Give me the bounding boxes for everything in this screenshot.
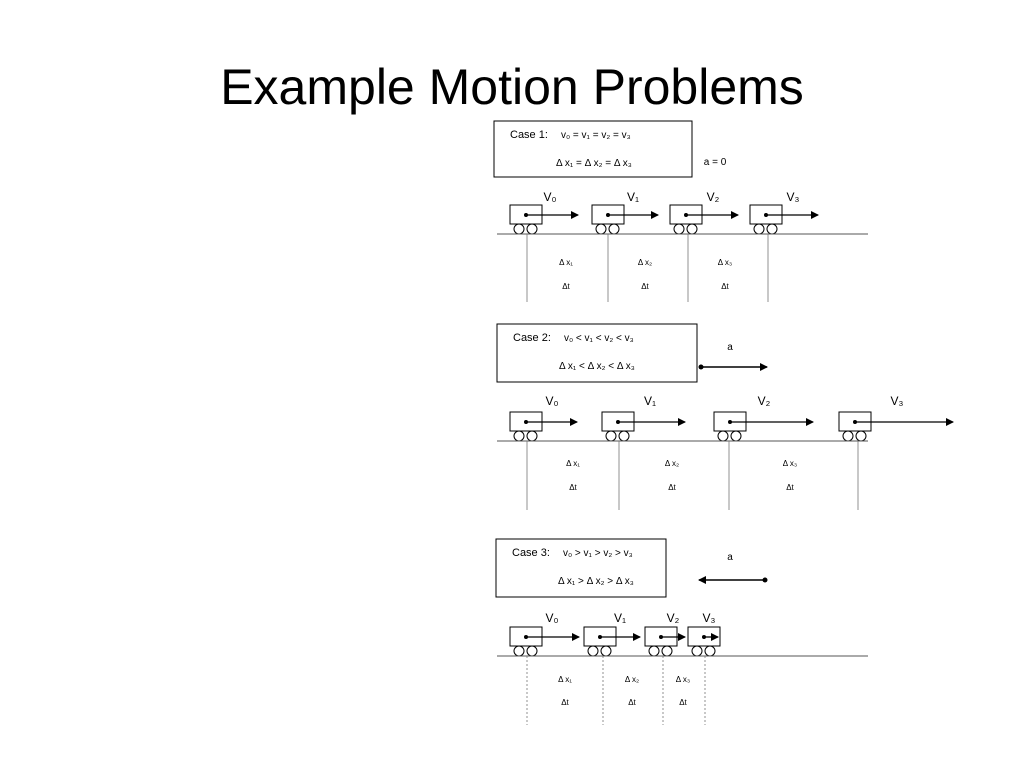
displacement-label: Δ x₁ (558, 675, 572, 684)
displacement-label: Δ x₂ (665, 459, 679, 468)
velocity-label: V₂ (667, 611, 680, 625)
slide-title: Example Motion Problems (220, 59, 804, 115)
cart-wheel (855, 430, 867, 442)
time-interval-label: Δt (641, 282, 649, 291)
cart (591, 204, 625, 235)
time-interval-label: Δt (569, 483, 577, 492)
displacement-label: Δ x₁ (566, 459, 580, 468)
acceleration-label: a (727, 552, 733, 563)
time-interval-label: Δt (679, 698, 687, 707)
cart-wheel (513, 223, 525, 235)
velocity-label: V₀ (546, 394, 559, 408)
displacement-label: Δ x₂ (625, 675, 639, 684)
displacement-label: Δ x₁ (559, 258, 573, 267)
cart-wheel (730, 430, 742, 442)
time-interval-label: Δt (562, 282, 570, 291)
cart (509, 411, 543, 442)
time-interval-label: Δt (628, 698, 636, 707)
cart (687, 626, 721, 657)
displacement-label: Δ x₃ (718, 258, 732, 267)
velocity-label: V₀ (544, 190, 557, 204)
velocity-relation: v₀ = v₁ = v₂ = v₃ (561, 130, 631, 141)
cart-wheel (526, 223, 538, 235)
displacement-relation: Δ x₁ = Δ x₂ = Δ x₃ (556, 158, 632, 169)
case-group-3: Case 3: v₀ > v₁ > v₂ > v₃ Δ x₁ > Δ x₂ > Δ … (495, 538, 868, 725)
cart (601, 411, 635, 442)
velocity-label: V₃ (891, 394, 904, 408)
case-box (493, 120, 693, 178)
acceleration-label: a = 0 (704, 157, 727, 168)
velocity-label: V₀ (546, 611, 559, 625)
velocity-relation: v₀ < v₁ < v₂ < v₃ (564, 333, 634, 344)
cart-wheel (704, 645, 716, 657)
time-interval-label: Δt (786, 483, 794, 492)
velocity-label: V₁ (614, 611, 626, 625)
case-group-2: Case 2: v₀ < v₁ < v₂ < v₃ Δ x₁ < Δ x₂ < Δ … (496, 323, 954, 510)
cart-wheel (605, 430, 617, 442)
acceleration-label: a (727, 342, 733, 353)
case-label: Case 2: (513, 332, 551, 344)
cart-wheel (526, 430, 538, 442)
acceleration-arrow-tail (762, 577, 768, 583)
velocity-relation: v₀ > v₁ > v₂ > v₃ (563, 548, 633, 559)
velocity-label: V₃ (787, 190, 800, 204)
cart-wheel (691, 645, 703, 657)
cart-wheel (513, 645, 525, 657)
cart-wheel (618, 430, 630, 442)
cart-wheel (600, 645, 612, 657)
cart-wheel (686, 223, 698, 235)
velocity-label: V₃ (703, 611, 716, 625)
case-box (495, 538, 667, 598)
cart (509, 204, 543, 235)
case-box (496, 323, 698, 383)
displacement-relation: Δ x₁ < Δ x₂ < Δ x₃ (559, 361, 635, 372)
acceleration-arrow-tail (698, 364, 704, 370)
time-interval-label: Δt (668, 483, 676, 492)
cart (838, 411, 872, 442)
velocity-label: V₂ (707, 190, 720, 204)
cart-wheel (753, 223, 765, 235)
displacement-relation: Δ x₁ > Δ x₂ > Δ x₃ (558, 576, 634, 587)
velocity-label: V₁ (644, 394, 656, 408)
case-group-1: Case 1: v₀ = v₁ = v₂ = v₃ Δ x₁ = Δ x₂ = Δ … (493, 120, 868, 302)
velocity-label: V₂ (758, 394, 771, 408)
cart-wheel (717, 430, 729, 442)
cart (583, 626, 617, 657)
displacement-label: Δ x₃ (676, 675, 690, 684)
cart (644, 626, 678, 657)
cart (669, 204, 703, 235)
cart-wheel (513, 430, 525, 442)
cart-wheel (608, 223, 620, 235)
displacement-label: Δ x₃ (783, 459, 797, 468)
case-label: Case 3: (512, 547, 550, 559)
case-label: Case 1: (510, 129, 548, 141)
cart (713, 411, 747, 442)
cart-wheel (648, 645, 660, 657)
cart-wheel (673, 223, 685, 235)
displacement-label: Δ x₂ (638, 258, 652, 267)
velocity-label: V₁ (627, 190, 639, 204)
time-interval-label: Δt (561, 698, 569, 707)
cart-wheel (766, 223, 778, 235)
cart-wheel (661, 645, 673, 657)
cart-wheel (842, 430, 854, 442)
cart-wheel (595, 223, 607, 235)
cart (749, 204, 783, 235)
cart-wheel (587, 645, 599, 657)
cart (509, 626, 543, 657)
cart-wheel (526, 645, 538, 657)
time-interval-label: Δt (721, 282, 729, 291)
